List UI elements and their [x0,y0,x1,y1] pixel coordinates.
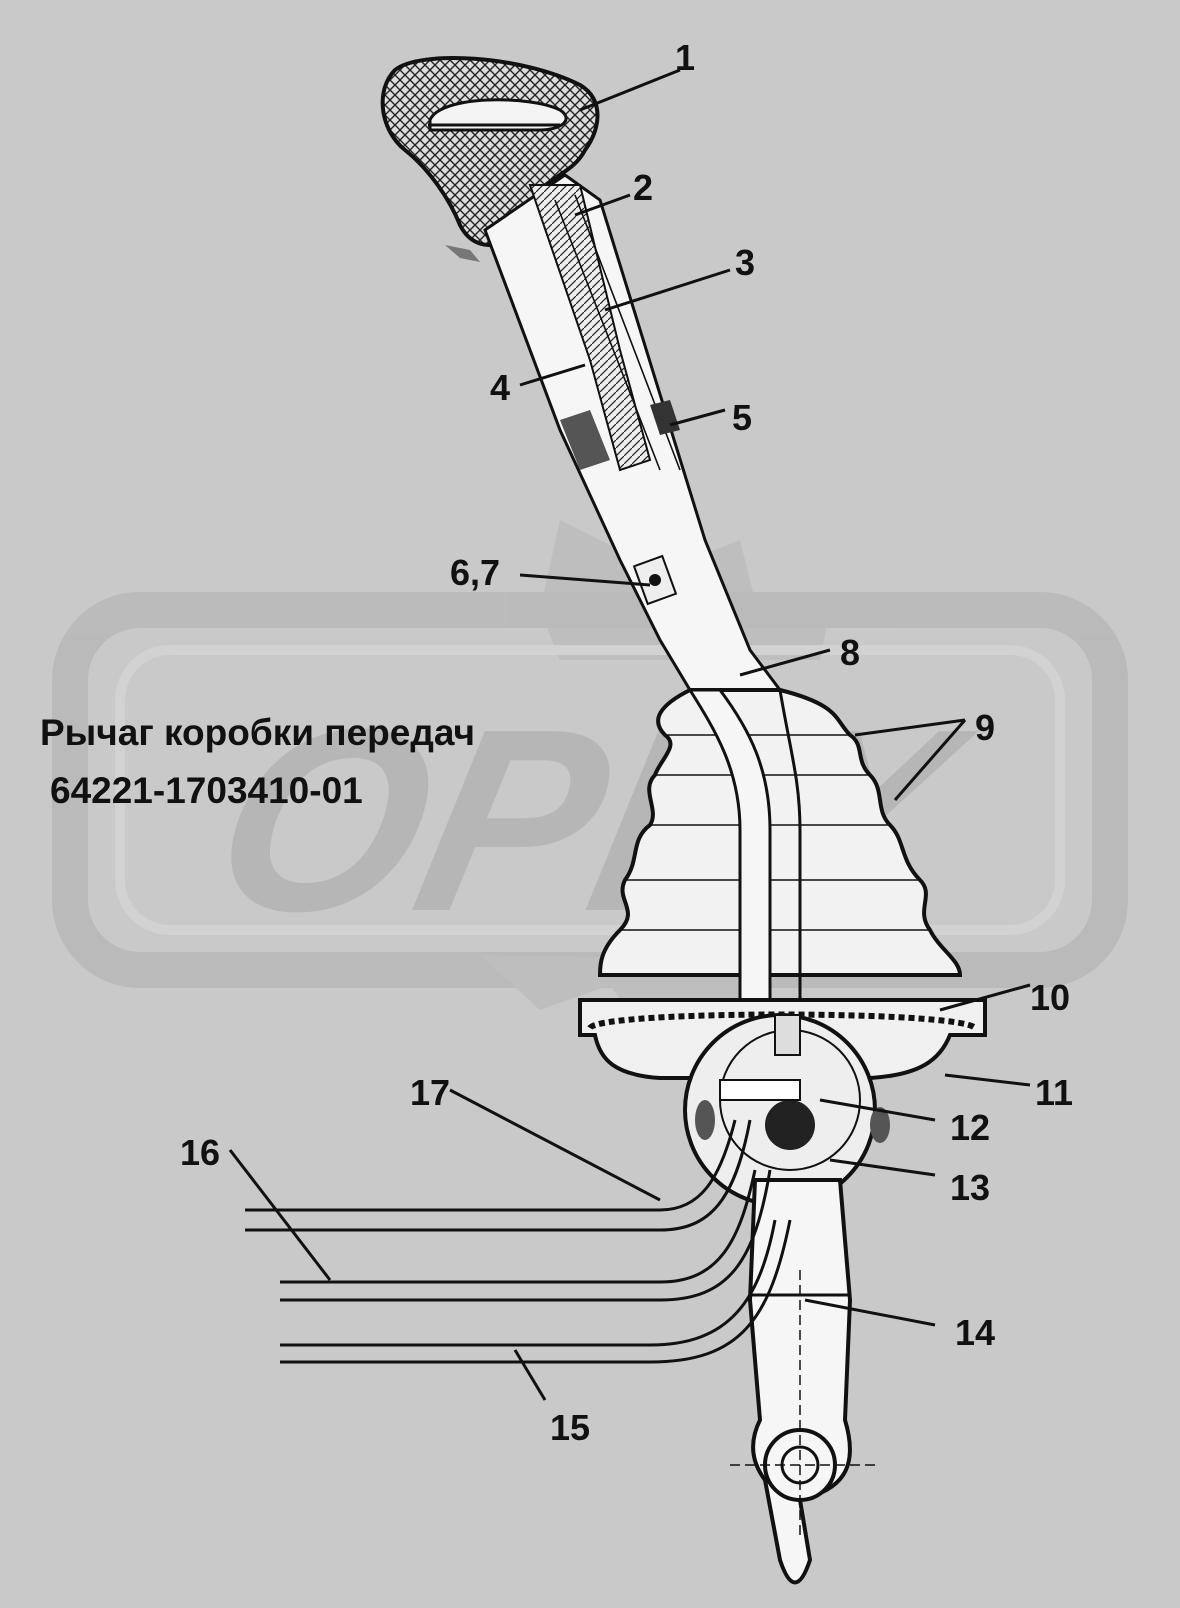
callout-16: 16 [180,1132,220,1173]
lever-upper-tube [445,173,783,692]
leader-lines [228,68,1031,1401]
callout-8: 8 [840,632,860,673]
callout-3: 3 [735,242,755,283]
callout-6-7: 6,7 [450,552,500,593]
callout-12: 12 [950,1107,990,1148]
callout-14: 14 [955,1312,995,1353]
part-number: 64221-1703410-01 [50,770,363,811]
rods [245,1119,792,1364]
callout-11: 11 [1035,1072,1073,1113]
diagram-title: Рычаг коробки передач [40,712,475,753]
gear-knob [380,56,600,247]
callout-labels: 1 2 3 4 5 6,7 8 9 10 11 12 13 14 15 16 1… [180,37,1073,1448]
watermark-logo: OPEX [52,520,1128,1040]
callout-10: 10 [1030,977,1070,1018]
callout-5: 5 [732,397,752,438]
callout-9: 9 [975,707,995,748]
callout-13: 13 [950,1167,990,1208]
callout-15: 15 [550,1407,590,1448]
rubber-boot [597,688,963,977]
callout-17: 17 [410,1072,450,1113]
callout-1: 1 [675,37,695,78]
callout-2: 2 [633,167,653,208]
callout-4: 4 [490,367,510,408]
